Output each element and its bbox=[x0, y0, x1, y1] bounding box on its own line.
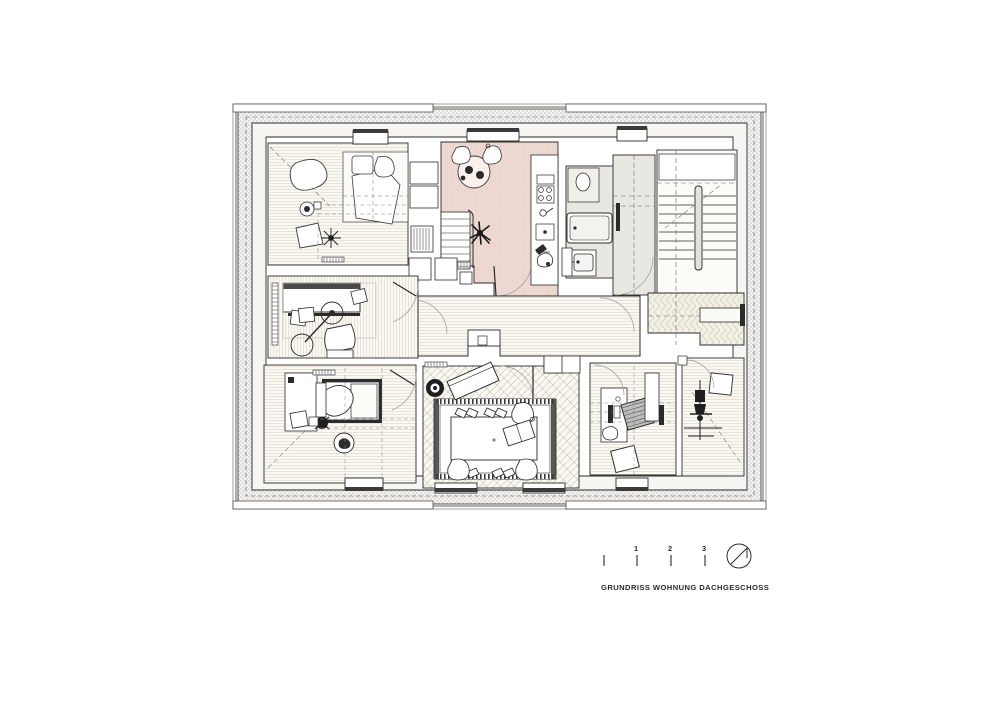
fixture-plant-corner bbox=[684, 380, 722, 440]
closet-block-kitchen-west bbox=[408, 161, 473, 285]
fixture-double-bed bbox=[342, 151, 409, 225]
plan-caption: GRUNDRISS WOHNUNG DACHGESCHOSS bbox=[601, 583, 769, 592]
fixture-piano bbox=[446, 361, 500, 401]
window-bedroom-master-north bbox=[352, 129, 389, 145]
room-study bbox=[263, 364, 417, 484]
fixture-bathtub bbox=[566, 212, 613, 244]
eave-top-right bbox=[565, 103, 767, 113]
fixture-floor-plant bbox=[314, 416, 330, 430]
scale-tick-3: 3 bbox=[702, 544, 706, 553]
window-kitchen-north bbox=[466, 128, 520, 142]
room-bathroom bbox=[561, 165, 619, 279]
room-dining-hall bbox=[422, 361, 580, 489]
north-arrow bbox=[726, 543, 752, 569]
eave-top-left bbox=[232, 103, 434, 113]
room-stairwell bbox=[656, 149, 738, 296]
room-landing-herringbone bbox=[647, 292, 745, 346]
fixture-kitchen-counter bbox=[530, 154, 559, 286]
room-bedroom-master bbox=[267, 142, 409, 266]
room-bedroom-corner bbox=[677, 355, 745, 477]
room-kitchen-dining bbox=[440, 141, 559, 298]
scale-tick-2: 2 bbox=[668, 544, 672, 553]
fixture-toilet bbox=[567, 167, 600, 203]
room-stair-hall bbox=[612, 154, 656, 296]
eave-bottom bbox=[232, 500, 767, 510]
scale-tick-1: 1 bbox=[634, 544, 638, 553]
windows bbox=[344, 126, 649, 494]
scale-bar-group: 1 2 3 bbox=[603, 544, 706, 566]
fixture-single-bed bbox=[315, 379, 382, 423]
fixture-armchair bbox=[289, 159, 328, 191]
partition-dining-east bbox=[543, 355, 581, 374]
room-corridor bbox=[409, 295, 641, 357]
room-living-room bbox=[267, 275, 419, 359]
room-bedroom-right bbox=[589, 362, 677, 476]
fixture-ceiling-light bbox=[321, 228, 341, 248]
fixture-round-table bbox=[451, 143, 502, 189]
